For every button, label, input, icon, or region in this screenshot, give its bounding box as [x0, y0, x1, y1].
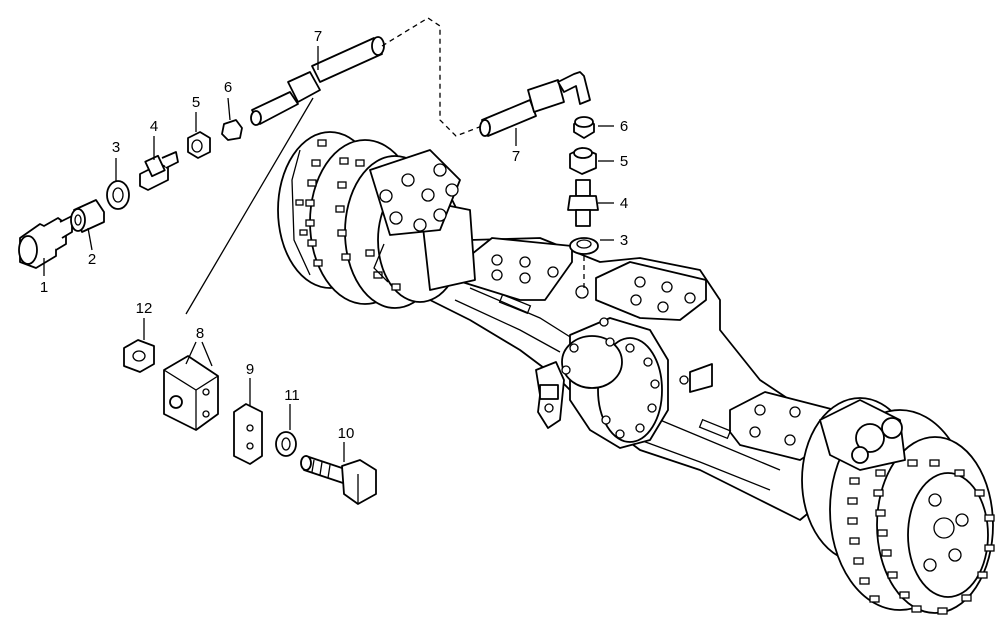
part-3-washer-left: [106, 180, 130, 210]
callout-7-top: 7: [314, 28, 322, 45]
part-11-lock-washer: [275, 431, 297, 457]
callout-12: 12: [136, 300, 153, 317]
callout-8: 8: [196, 325, 204, 342]
spring-pad-right: [595, 261, 707, 321]
part-8-clamp-block: [163, 355, 219, 431]
part-12-nut: [123, 339, 155, 373]
part-9-plate: [233, 403, 263, 465]
callout-numbers: 1 2 3 4 5 6 7 7 6 5 4 3 8 9 10 11 12: [40, 28, 628, 442]
callout-leaders: [43, 46, 614, 462]
axle-assembly: [277, 131, 995, 615]
part-6-sleeve-right: [573, 116, 595, 139]
part-3-washer-right: [569, 237, 599, 255]
right-wheel-hub: [801, 397, 995, 615]
callout-7-right: 7: [512, 148, 520, 165]
callout-6-right: 6: [620, 118, 628, 135]
part-1-plug: [18, 215, 73, 269]
part-5-nut-right: [569, 147, 597, 175]
callout-6-left: 6: [224, 79, 232, 96]
part-5-nut-left: [187, 131, 211, 159]
callout-9: 9: [246, 361, 254, 378]
callout-2: 2: [88, 251, 96, 268]
part-4-fitting-left: [139, 151, 179, 191]
part-7-hose-left: [250, 36, 385, 126]
callout-4-right: 4: [620, 195, 628, 212]
callout-5-right: 5: [620, 153, 628, 170]
part-4-fitting-right: [567, 179, 599, 227]
callout-3-left: 3: [112, 139, 120, 156]
left-hub-bolts: [295, 139, 401, 291]
callout-11: 11: [284, 387, 300, 404]
part-6-sleeve-left: [221, 119, 243, 141]
callout-1: 1: [40, 279, 48, 296]
part-10-bolt: [300, 455, 377, 505]
part-2-bushing: [70, 199, 105, 233]
callout-3-right: 3: [620, 232, 628, 249]
differential-bolts: [561, 317, 689, 439]
part-7-hose-right: [479, 71, 591, 137]
hose-connection-dashed-line: [381, 17, 483, 137]
callout-10: 10: [338, 425, 355, 442]
callout-5-left: 5: [192, 94, 200, 111]
callout-4-left: 4: [150, 118, 158, 135]
spring-pad-left: [461, 237, 573, 301]
right-hub-bolts: [847, 459, 995, 615]
left-wheel-hub: [277, 131, 476, 309]
